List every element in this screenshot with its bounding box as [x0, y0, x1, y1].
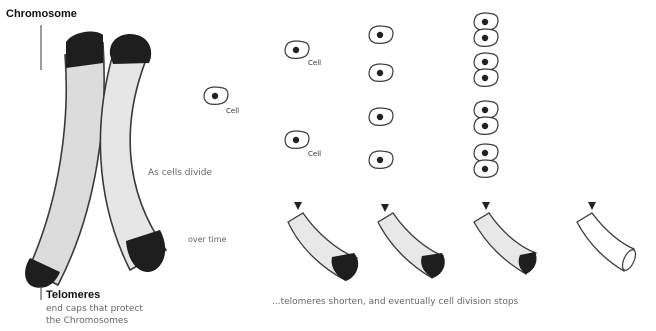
chromosome-label: Chromosome	[6, 8, 77, 20]
cell-icon	[474, 53, 498, 70]
cell-icon	[474, 117, 498, 134]
cell-column-3	[369, 26, 393, 168]
over-time-label: over time	[188, 235, 226, 244]
cell-icon	[474, 69, 498, 86]
cell-icon	[369, 26, 393, 43]
telomeres-description-line2: the Chromosomes	[46, 316, 128, 326]
cell-icon	[474, 101, 498, 118]
telomeres-description-line1: end caps that protect	[46, 304, 143, 314]
marker-arrow-icon	[381, 204, 389, 212]
cell-icon	[285, 131, 309, 148]
cell-icon	[369, 151, 393, 168]
as-cells-divide-label: As cells divide	[148, 168, 212, 178]
marker-arrow-icon	[588, 202, 596, 210]
cell-icon	[369, 64, 393, 81]
segment-stage-4	[577, 202, 638, 272]
cell-icon	[474, 144, 498, 161]
cell-column-4	[474, 13, 498, 177]
cell-icon	[474, 160, 498, 177]
cell-label: Cell	[308, 59, 321, 67]
marker-arrow-icon	[482, 202, 490, 210]
cell-column-2	[285, 41, 309, 148]
cell-icon	[474, 13, 498, 30]
cell-label: Cell	[226, 107, 239, 115]
telomere-cap-icon	[332, 253, 359, 281]
segment-stage-1	[288, 202, 358, 281]
telomere-cap-icon	[110, 34, 151, 64]
telomeres-title: Telomeres	[46, 289, 100, 301]
segment-stage-2	[378, 204, 445, 278]
telomere-cap-icon	[421, 253, 445, 278]
cell-label: Cell	[308, 150, 321, 158]
cell-icon	[369, 108, 393, 125]
marker-arrow-icon	[294, 202, 302, 210]
bottom-caption: ...telomeres shorten, and eventually cel…	[272, 297, 518, 307]
cell-icon	[474, 29, 498, 46]
cell-icon	[285, 41, 309, 58]
telomere-cap-icon	[66, 31, 103, 68]
segment-stage-3	[474, 202, 537, 274]
cell-column-1	[204, 87, 228, 104]
chromosome-arm-left	[28, 43, 104, 285]
cell-icon	[204, 87, 228, 104]
chromosome-illustration	[25, 31, 166, 287]
